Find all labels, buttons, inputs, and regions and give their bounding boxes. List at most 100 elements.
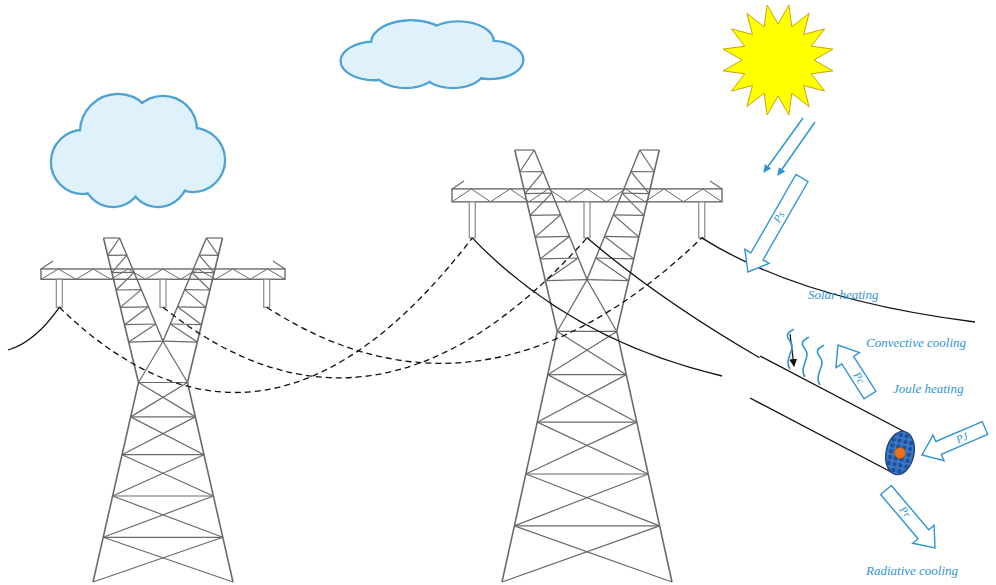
conductor bbox=[8, 307, 59, 350]
truss-member bbox=[515, 149, 535, 150]
truss-member bbox=[537, 375, 626, 423]
truss-member bbox=[640, 150, 654, 172]
truss-member bbox=[613, 214, 644, 216]
truss-member bbox=[530, 214, 561, 216]
truss-member bbox=[170, 323, 201, 325]
insulator bbox=[584, 202, 590, 238]
power-arrow bbox=[736, 171, 814, 279]
truss-member bbox=[631, 172, 649, 194]
truss-member bbox=[139, 382, 196, 416]
truss-member bbox=[103, 496, 213, 537]
tower-leg bbox=[617, 331, 672, 582]
truss-member bbox=[587, 280, 629, 281]
tower-leg bbox=[104, 238, 139, 382]
truss-member bbox=[120, 306, 148, 308]
truss-member bbox=[104, 237, 120, 238]
truss-member bbox=[122, 455, 213, 496]
truss-member bbox=[526, 474, 660, 526]
truss-member bbox=[540, 257, 578, 259]
truss-member bbox=[537, 422, 637, 423]
tower-leg bbox=[93, 382, 139, 582]
truss-member bbox=[139, 382, 188, 383]
conductor-edge bbox=[750, 398, 895, 474]
conductor bbox=[702, 238, 975, 322]
heat-label: Joule heating bbox=[893, 382, 963, 396]
insulator bbox=[56, 279, 62, 307]
tower-leg bbox=[188, 238, 223, 382]
truss-member bbox=[514, 526, 672, 582]
cross-arm bbox=[41, 269, 285, 279]
truss-member bbox=[108, 255, 127, 256]
truss-member bbox=[185, 289, 210, 291]
truss-member bbox=[540, 236, 569, 258]
truss-member bbox=[199, 255, 218, 256]
truss-member bbox=[548, 374, 627, 375]
truss-member bbox=[131, 417, 204, 455]
insulator bbox=[699, 202, 705, 238]
conductor-span bbox=[267, 238, 702, 364]
truss-member bbox=[526, 473, 648, 474]
cross-arm-lattice bbox=[452, 189, 722, 202]
truss-member bbox=[206, 238, 218, 255]
truss-member bbox=[605, 236, 639, 238]
tower-leg bbox=[188, 382, 234, 582]
truss-member bbox=[520, 171, 543, 172]
truss-member bbox=[177, 306, 205, 308]
truss-member bbox=[537, 422, 648, 474]
cross-arm bbox=[452, 189, 722, 202]
truss-member bbox=[502, 526, 660, 582]
truss-member bbox=[530, 193, 552, 215]
truss-member bbox=[622, 193, 644, 215]
truss-member bbox=[545, 280, 587, 281]
truss-member bbox=[103, 537, 223, 538]
truss-member bbox=[41, 261, 53, 269]
conductor-span bbox=[59, 238, 472, 393]
cross-arm-lattice bbox=[41, 269, 285, 279]
insulator bbox=[469, 202, 475, 238]
truss-member bbox=[557, 331, 626, 374]
conductor-strands bbox=[882, 429, 919, 478]
truss-member bbox=[548, 375, 637, 423]
cloud bbox=[341, 20, 524, 88]
sun bbox=[723, 5, 833, 175]
truss-member bbox=[125, 323, 156, 325]
cloud bbox=[51, 94, 225, 207]
transmission-tower bbox=[41, 238, 285, 582]
truss-member bbox=[108, 238, 120, 255]
truss-member bbox=[526, 422, 637, 474]
truss-member bbox=[113, 455, 204, 496]
truss-member bbox=[129, 341, 163, 343]
cloud-fill bbox=[104, 123, 171, 190]
truss-member bbox=[131, 382, 188, 416]
truss-member bbox=[613, 215, 639, 237]
tower-leg bbox=[502, 331, 557, 582]
sun-beam bbox=[778, 122, 815, 175]
truss-member bbox=[185, 290, 206, 308]
truss-member bbox=[548, 331, 617, 374]
truss-member bbox=[116, 289, 141, 291]
conductor-span bbox=[163, 238, 587, 378]
truss-member bbox=[631, 171, 654, 172]
truss-member bbox=[112, 255, 127, 272]
truss-member bbox=[525, 193, 552, 195]
conductor-tube bbox=[750, 356, 905, 474]
truss-member bbox=[113, 496, 223, 537]
truss-member bbox=[103, 537, 233, 582]
heat-label: Convective cooling bbox=[866, 336, 966, 350]
truss-member bbox=[514, 474, 648, 526]
truss-member bbox=[710, 181, 722, 189]
truss-member bbox=[122, 454, 204, 455]
truss-member bbox=[163, 341, 197, 343]
truss-member bbox=[113, 495, 214, 496]
truss-member bbox=[596, 258, 629, 281]
truss-member bbox=[545, 258, 578, 281]
truss-member bbox=[120, 290, 141, 308]
sun-rays bbox=[723, 5, 833, 115]
truss-member bbox=[93, 537, 223, 582]
heat-label: Radiative cooling bbox=[866, 564, 958, 578]
truss-member bbox=[640, 149, 660, 150]
heat-wave bbox=[802, 337, 809, 377]
truss-member bbox=[125, 307, 149, 325]
transmission-tower bbox=[452, 150, 722, 582]
